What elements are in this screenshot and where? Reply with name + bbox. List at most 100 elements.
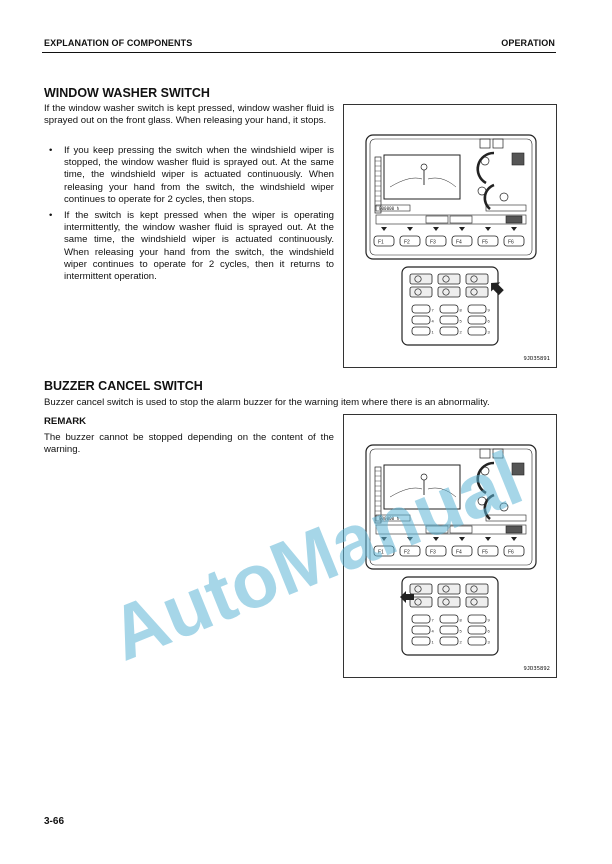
travel-speed-icon (470, 598, 478, 606)
keypad-key (439, 625, 459, 635)
mode-icon (511, 152, 525, 166)
fkey-label: F2 (404, 550, 410, 556)
keypad-number: 7 (432, 308, 435, 313)
wiper-icon (414, 585, 422, 593)
status-icon (425, 525, 449, 534)
fkey-button (399, 545, 421, 557)
keypad-number: 9 (488, 308, 491, 313)
section-title-window-washer: WINDOW WASHER SWITCH (44, 86, 210, 100)
fkey-button (451, 235, 473, 247)
keypad-key (467, 636, 487, 646)
fkey-label: F2 (404, 240, 410, 246)
gauge-arc (476, 151, 495, 185)
fkey-pointer (407, 227, 413, 231)
bullet-item: If you keep pressing the switch when the… (44, 145, 334, 206)
header-rule (42, 52, 556, 53)
status-icon (449, 525, 473, 534)
fkey-button (373, 545, 395, 557)
working-mode-icon (470, 585, 478, 593)
fkey-label: F1 (378, 550, 384, 556)
fkey-button (503, 235, 525, 247)
keypad-key (467, 315, 487, 325)
fkey-button (373, 235, 395, 247)
fkey-pointer (381, 227, 387, 231)
section-intro-window-washer: If the window washer switch is kept pres… (44, 103, 334, 127)
keypad-number: 1 (432, 640, 435, 645)
keypad-number: 7 (432, 618, 435, 623)
fkey-button (425, 235, 447, 247)
fuel-icon (499, 502, 509, 512)
keypad-key (439, 636, 459, 646)
gauge-arc (483, 183, 495, 211)
gauge-arc (483, 493, 495, 521)
keypad-number: 1 (432, 330, 435, 335)
washer-icon (414, 288, 422, 296)
pointer-arrow (400, 591, 414, 603)
fkey-button (425, 545, 447, 557)
fkey-label: F5 (482, 240, 488, 246)
fkey-button (477, 235, 499, 247)
keypad-key (411, 636, 431, 646)
figure-id: 9JD35891 (523, 356, 551, 362)
fkey-label: F6 (508, 550, 514, 556)
keypad-key (411, 625, 431, 635)
fkey-label: F1 (378, 240, 384, 246)
keypad-number: 8 (460, 308, 463, 313)
keypad-key (439, 614, 459, 624)
clock-display (485, 514, 527, 522)
keypad-number: 6 (488, 319, 491, 324)
keypad-number: 5 (460, 319, 463, 324)
fkey-button (503, 545, 525, 557)
bar-gauge (374, 466, 382, 524)
keypad-number: 6 (488, 629, 491, 634)
lock-icon (479, 448, 491, 459)
fkey-pointer (433, 227, 439, 231)
status-icon (505, 525, 523, 534)
fkey-pointer (511, 537, 517, 541)
coolant-icon (480, 156, 490, 166)
fkey-pointer (459, 227, 465, 231)
keypad-key (439, 304, 459, 314)
clock-display (485, 204, 527, 212)
monitor-bezel (369, 138, 533, 256)
fkey-pointer (381, 537, 387, 541)
keypad-key (439, 315, 459, 325)
keypad-number: 2 (460, 330, 463, 335)
hour-meter-text: 000000 h (379, 516, 400, 521)
keypad-number: 3 (488, 640, 491, 645)
fkey-pointer (433, 537, 439, 541)
oil-icon (477, 186, 487, 196)
parking-icon (492, 448, 504, 459)
bullet-list: If you keep pressing the switch when the… (44, 145, 334, 287)
fkey-pointer (511, 227, 517, 231)
fkey-button (399, 235, 421, 247)
camera-screen (383, 464, 461, 510)
fkey-pointer (459, 537, 465, 541)
coolant-icon (480, 466, 490, 476)
camera-screen (383, 154, 461, 200)
status-icon (425, 215, 449, 224)
status-strip (375, 524, 527, 535)
hour-meter (375, 204, 411, 212)
auto-decel-icon (442, 585, 450, 593)
camera-guide-lines (389, 177, 457, 188)
remark-label: REMARK (44, 416, 87, 427)
keypad-key (439, 326, 459, 336)
camera-guide-lines (389, 487, 457, 498)
fkey-pointer (485, 227, 491, 231)
monitor-bezel (369, 448, 533, 566)
fkey-button (451, 545, 473, 557)
washer-icon (414, 598, 422, 606)
fuel-icon (499, 192, 509, 202)
keypad-number: 9 (488, 618, 491, 623)
remark-text: The buzzer cannot be stopped depending o… (44, 432, 334, 456)
keypad-key (467, 614, 487, 624)
keypad-key (467, 625, 487, 635)
lock-icon (479, 138, 491, 149)
oil-icon (477, 496, 487, 506)
gauge-arc (476, 461, 495, 495)
